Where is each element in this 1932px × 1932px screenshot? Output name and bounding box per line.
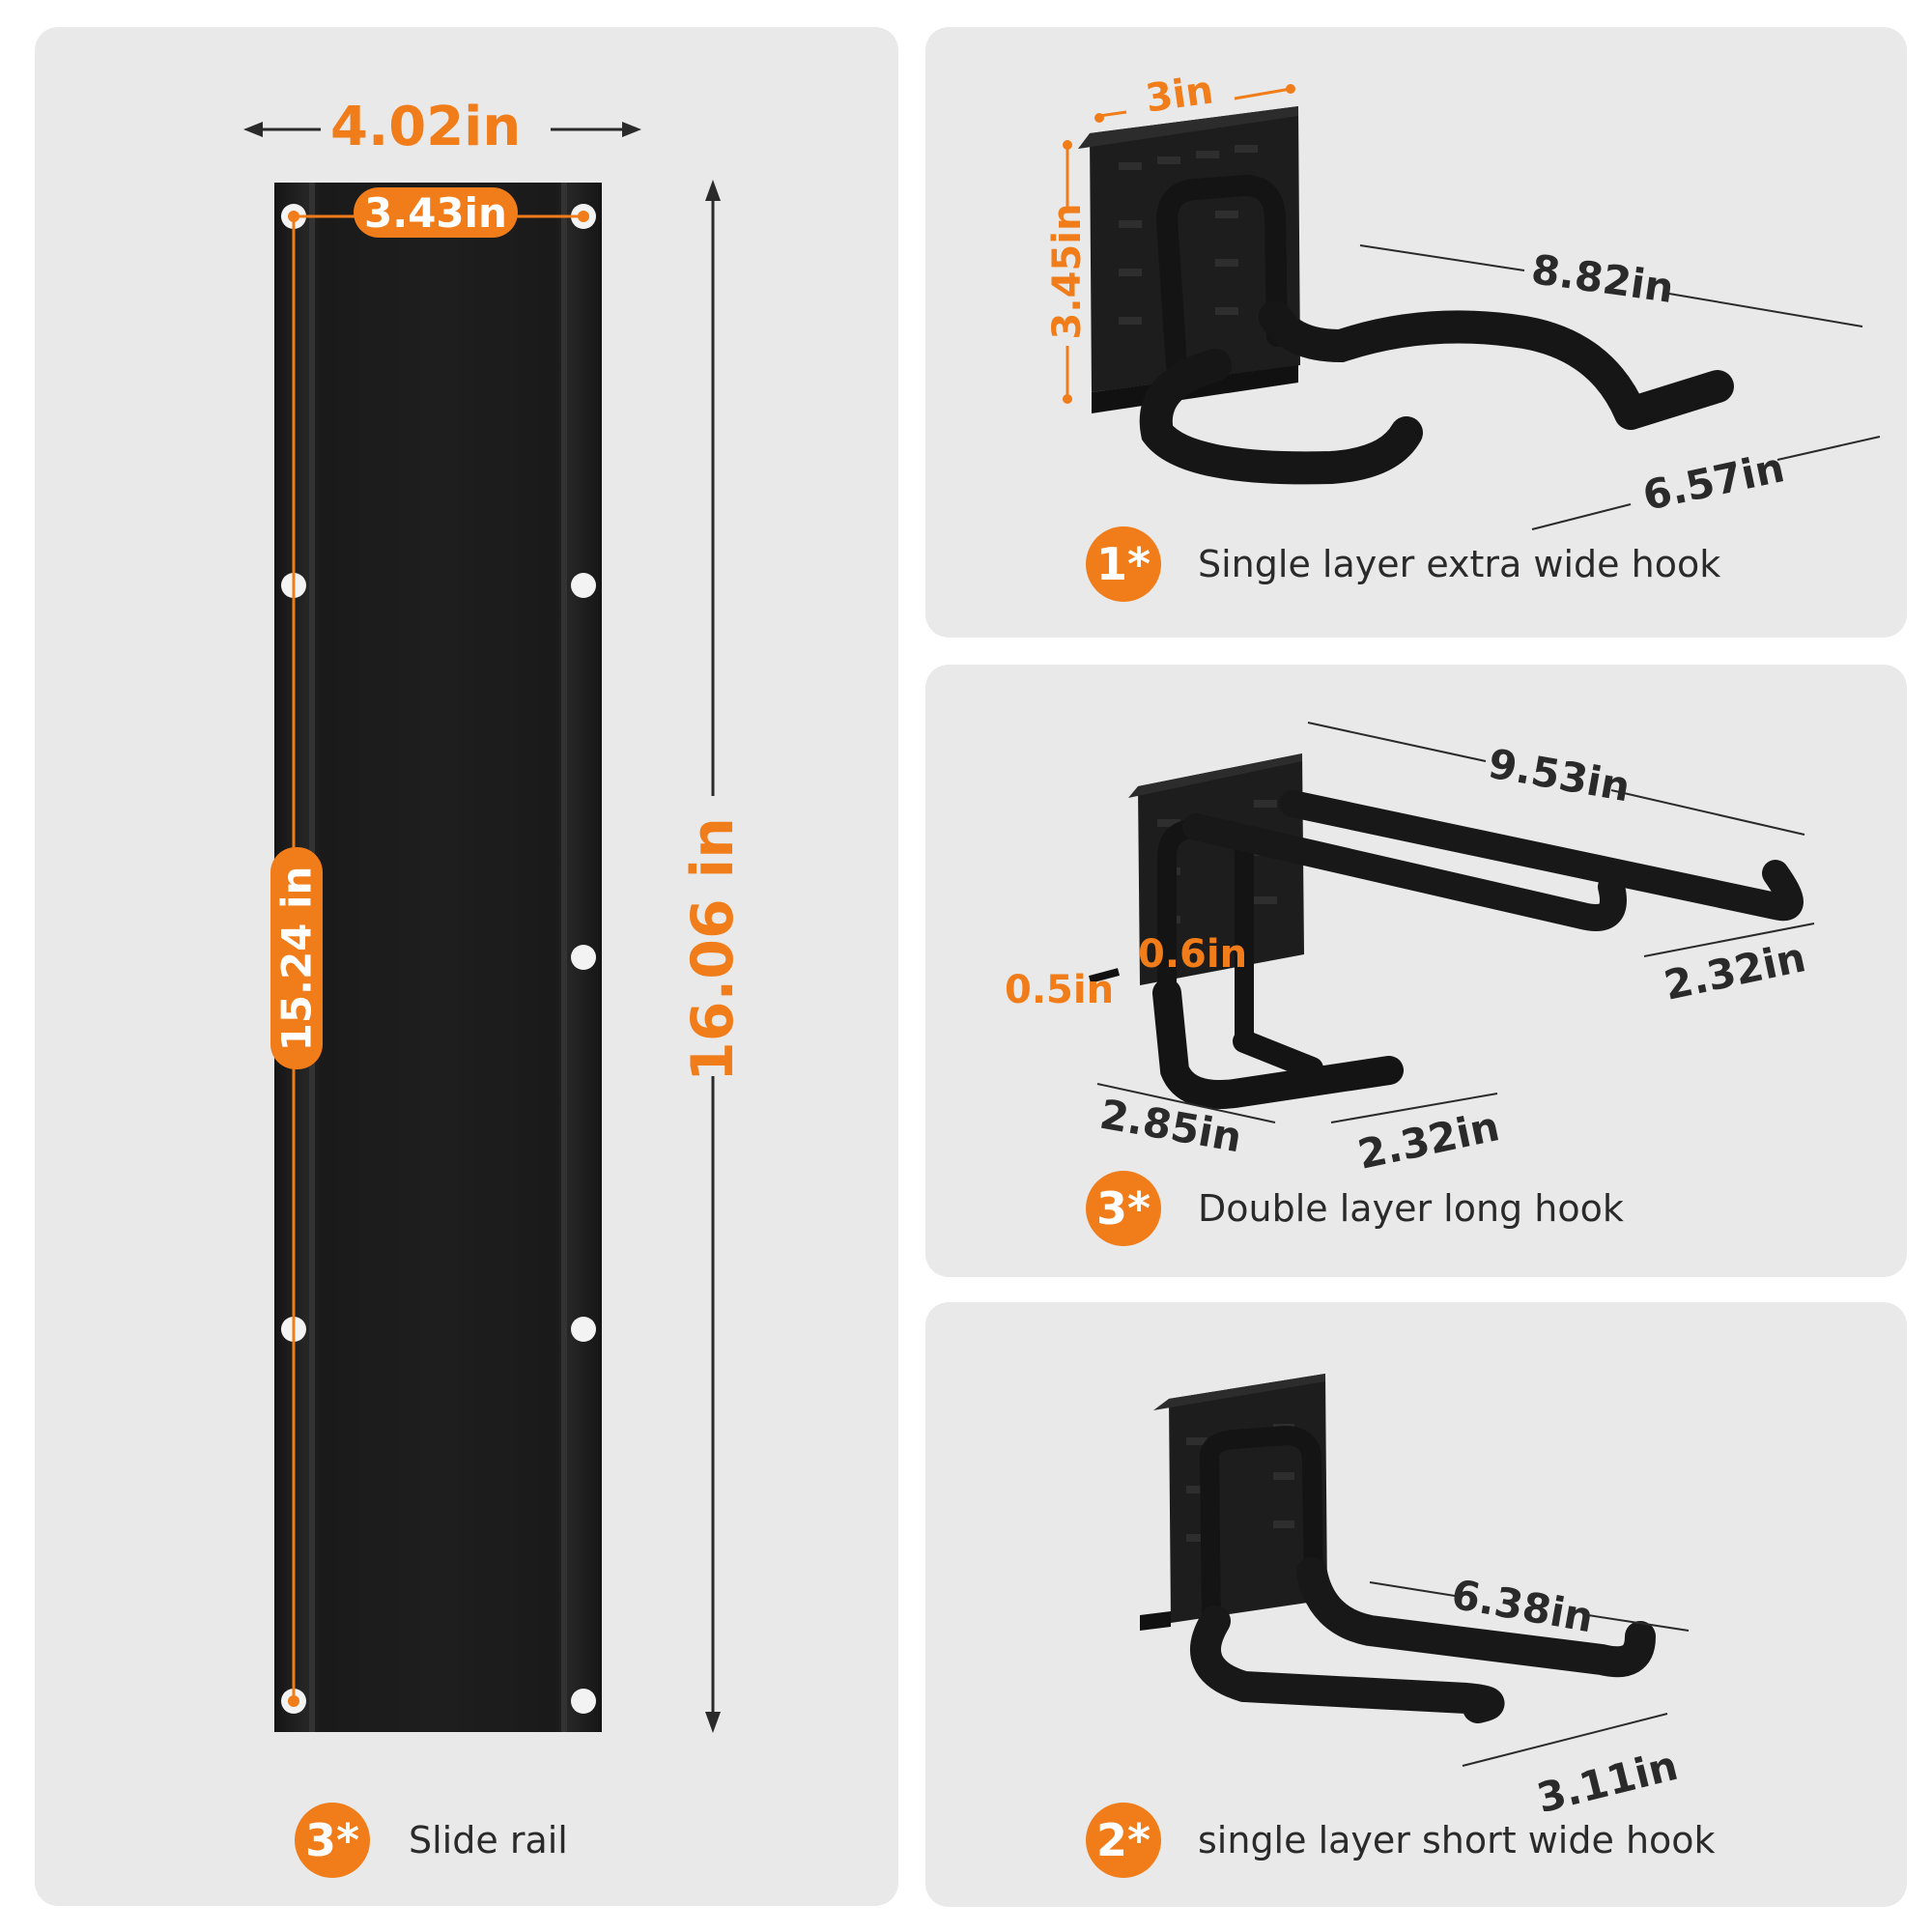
rail-width-arrow bbox=[243, 122, 641, 137]
rail-width-label: 4.02in bbox=[330, 96, 522, 158]
rail-groove-right bbox=[561, 183, 567, 1732]
hook1-illustration bbox=[1063, 84, 1881, 530]
rail-height-arrow bbox=[705, 180, 721, 1733]
hook3-thickness-label: 0.5in bbox=[1005, 968, 1115, 1012]
hook1-caption: Single layer extra wide hook bbox=[1198, 543, 1721, 585]
hook1-plate-width-label: 3in bbox=[1143, 68, 1216, 122]
rail-hole-height-label: 15.24 in bbox=[270, 847, 323, 1069]
hook3-caption: Double layer long hook bbox=[1198, 1187, 1624, 1230]
rail-hole bbox=[571, 1317, 596, 1342]
rail-hole bbox=[571, 1689, 596, 1714]
hook2-panel bbox=[925, 1302, 1907, 1907]
rail-hole bbox=[571, 945, 596, 970]
hook3-panel bbox=[925, 665, 1907, 1277]
hook3-illustration bbox=[1088, 722, 1815, 1123]
rail-badge: 3* bbox=[295, 1803, 370, 1878]
rail-hole bbox=[571, 573, 596, 598]
hook3-gap-label: 0.6in bbox=[1138, 932, 1248, 977]
hook1-badge: 1* bbox=[1086, 526, 1161, 602]
hook2-illustration bbox=[1140, 1374, 1690, 1767]
rail-hole-measure-lines bbox=[288, 211, 589, 1707]
hook2-caption: single layer short wide hook bbox=[1198, 1819, 1716, 1861]
hook2-badge: 2* bbox=[1086, 1803, 1161, 1878]
rail-hole-span-label: 3.43in bbox=[354, 187, 518, 238]
rail-caption: Slide rail bbox=[409, 1819, 568, 1861]
hook3-badge: 3* bbox=[1086, 1171, 1161, 1246]
